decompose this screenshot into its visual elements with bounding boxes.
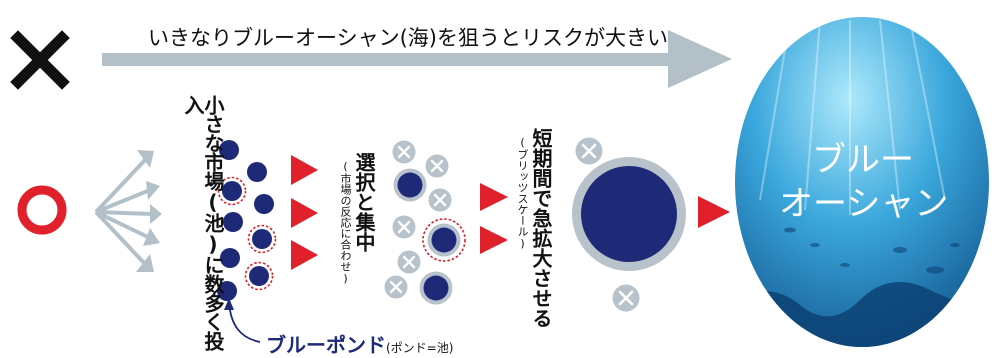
- step2-text: 選択と集中: [352, 152, 376, 252]
- pond-label: ブルーポンド(ポンド=池): [266, 329, 453, 358]
- pond-pointer-line: [228, 302, 261, 343]
- red-arrows-1: [291, 155, 318, 270]
- x-marks-2: [389, 145, 447, 294]
- pond-cluster-3: [572, 137, 686, 312]
- red-arrow-3: [698, 196, 730, 228]
- step3-note: (ブリッツスケール): [516, 136, 529, 250]
- step2-note: (市場の反応に合わせ): [339, 160, 352, 285]
- x-marks-3: [581, 143, 634, 306]
- pond-label-main: ブルーポンド: [266, 333, 386, 357]
- cross-mark-icon: [10, 30, 70, 90]
- pond-cluster-1: [217, 140, 277, 301]
- top-risk-text: いきなりブルーオーシャン(海)を狙うとリスクが大きい: [148, 26, 668, 50]
- pond-cluster-2: [384, 140, 466, 305]
- step1-text: 小さな市場(池)に数多く投入: [181, 95, 225, 350]
- ocean-label-line1: ブルー: [812, 140, 914, 180]
- step3-text: 短期間で急拡大させる: [529, 128, 553, 328]
- fan-arrows: [94, 150, 162, 272]
- ocean-label-line2: オーシャン: [779, 184, 949, 224]
- pond-pointer-head: [224, 298, 234, 310]
- pond-label-note: (ポンド=池): [386, 341, 454, 355]
- risk-arrow: [102, 30, 732, 88]
- circle-mark-icon: [17, 185, 67, 235]
- red-arrows-2: [480, 183, 508, 254]
